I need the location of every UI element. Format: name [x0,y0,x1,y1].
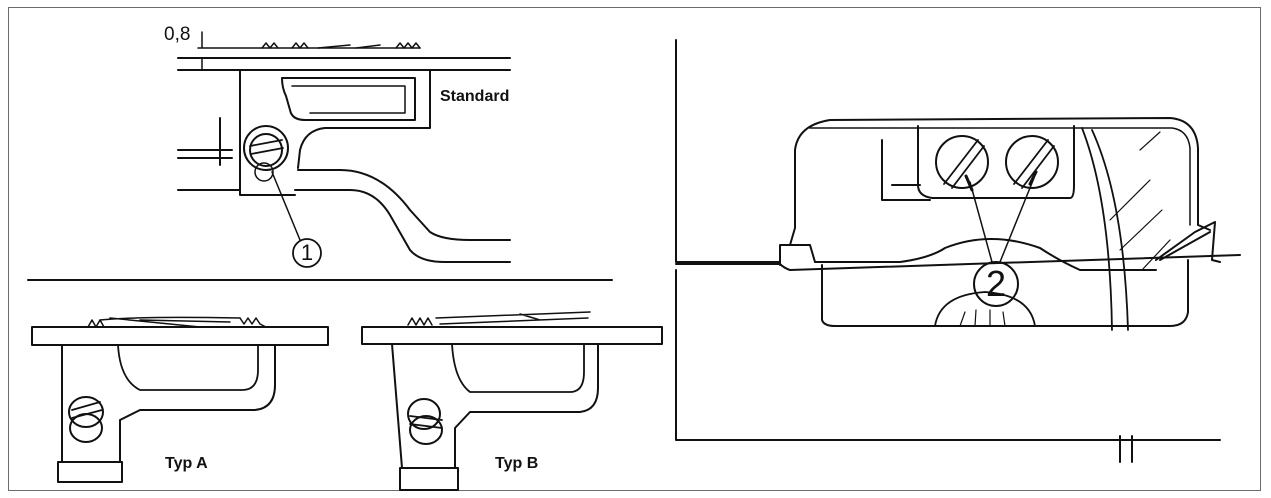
typ-b-screw [407,398,443,445]
bed-contour [297,169,511,241]
typ-a-view [31,316,329,483]
typ-a-screw [68,396,104,443]
standard-feed-dog-view [177,31,511,268]
carrier-housing [779,117,1211,266]
leader-line-1 [271,171,301,241]
screw-2b [1005,135,1059,189]
dimension-mark [195,31,421,71]
leader-line-2 [969,177,1035,263]
feed-dog-carrier-view [675,39,1241,463]
label-typ-b: Typ B [495,455,539,472]
typ-a-bracket [61,344,276,463]
dimension-label: 0,8 [164,24,191,45]
callout-number-2: 2 [985,263,1007,304]
typ-b-view [361,311,663,491]
typ-b-teeth [407,311,591,326]
feed-dog-bracket [239,69,431,196]
typ-b-plate [361,326,663,345]
callout-circle-1 [292,238,322,268]
carrier-lower [821,259,1189,327]
label-typ-a: Typ A [165,455,208,472]
needle-plate [177,57,511,71]
machine-frame [675,39,1221,463]
screw-1 [243,125,289,182]
feed-dog-teeth [261,42,421,49]
callout-circle-2 [973,261,1019,307]
typ-a-plate [31,326,329,346]
typ-b-bracket [391,343,599,469]
bracket-slot [281,77,416,121]
screw-2a [935,135,989,189]
callout-number-1: 1 [300,240,314,265]
label-standard: Standard [440,88,510,105]
